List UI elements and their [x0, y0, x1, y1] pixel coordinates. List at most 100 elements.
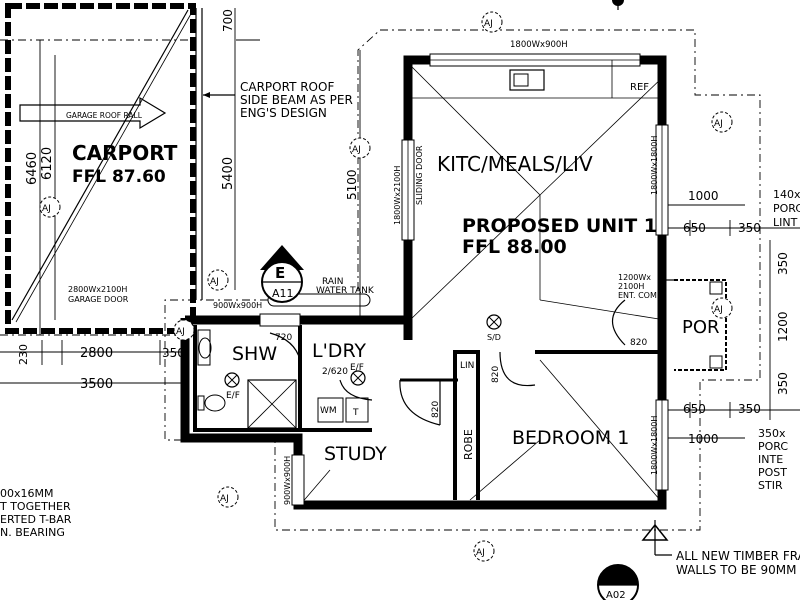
section-marker-e: E A11 — [260, 245, 304, 303]
dim-2800: 2800 — [80, 346, 113, 361]
study-room-label: STUDY — [324, 443, 387, 465]
dim-3500: 3500 — [80, 377, 113, 392]
unit-ffl: FFL 88.00 — [462, 236, 567, 258]
entry-door-size-3: ENT. COMB — [618, 291, 662, 300]
sliding-door-label: SLIDING DOOR — [415, 145, 424, 205]
section-e-ref: A11 — [272, 287, 294, 300]
note-r2: PORC — [773, 202, 800, 215]
dim-350-bottom: 350 — [738, 402, 761, 416]
dim-820-a: 820 — [431, 401, 441, 418]
ef-label-1: E/F — [226, 391, 240, 401]
dim-650-bottom: 650 — [683, 402, 706, 416]
ref-label: REF — [630, 82, 649, 93]
dim-350-left: 350 — [162, 346, 185, 360]
dim-6120: 6120 — [40, 147, 55, 180]
note-l2: T TOGETHER — [0, 500, 71, 513]
carport-ffl-label: FFL 87.60 — [72, 167, 166, 187]
beam-note-2: SIDE BEAM AS PER — [240, 93, 353, 107]
dim-350-top: 350 — [738, 221, 761, 235]
aj-marker: AJ — [714, 305, 723, 315]
dim-700: 700 — [221, 9, 235, 32]
note-r4: 350x — [758, 427, 786, 440]
aj-markers: AJ AJ AJ AJ AJ AJ AJ AJ AJ — [39, 11, 733, 562]
tub-label: T — [352, 408, 359, 418]
rain-label: RAIN — [322, 277, 343, 287]
dim-6460: 6460 — [25, 152, 40, 185]
porch-room-label: POR — [682, 317, 720, 338]
carport-room-label: CARPORT — [72, 141, 178, 165]
aj-marker: AJ — [42, 204, 51, 214]
window-kitchen-right-size: 1800Wx1800H — [650, 136, 659, 195]
unit-title: PROPOSED UNIT 1 — [462, 215, 657, 237]
dim-720: 720 — [275, 333, 292, 343]
garage-door-size: 2800Wx2100H — [68, 285, 127, 294]
garage-roof-rail-label: GARAGE ROOF RALL — [66, 111, 143, 120]
section-e-letter: E — [275, 264, 285, 282]
entry-door-size-1: 1200Wx — [618, 273, 651, 282]
carport-dimensions: 6460 6120 5400 700 230 2800 350 3500 — [0, 8, 260, 392]
dim-5100: 5100 — [345, 169, 359, 200]
linen-label: LIN — [460, 361, 474, 371]
aj-marker: AJ — [714, 119, 723, 129]
aj-marker: AJ — [352, 145, 361, 155]
window-left-size: 1800Wx2100H — [393, 166, 402, 225]
aj-marker: AJ — [484, 19, 493, 29]
kitchen-room-label: KITC/MEALS/LIV — [437, 152, 593, 176]
note-r5: PORC — [758, 440, 788, 453]
robe-label: ROBE — [462, 429, 475, 460]
garage-door-label: GARAGE DOOR — [68, 295, 129, 304]
window-small-size: 900Wx900H — [213, 301, 262, 310]
door-swings: 820 820 820 720 2/620 — [269, 299, 647, 426]
porch — [665, 279, 727, 371]
note-r6: INTE — [758, 453, 783, 466]
section-a-ref: A02 — [606, 590, 626, 600]
section-a-letter: A — [610, 568, 622, 586]
carport: GARAGE ROOF RALL CARPORT FFL 87.60 2800W… — [5, 3, 203, 334]
window-bedroom-size: 1800Wx1800H — [650, 416, 659, 475]
dim-820-b: 820 — [491, 366, 501, 383]
dim-350-vertical-1: 350 — [776, 252, 790, 275]
window-top-size: 1800Wx900H — [510, 40, 568, 50]
note-b1: ALL NEW TIMBER FRA — [676, 549, 800, 563]
bathroom-fixtures: WM T — [197, 329, 369, 429]
bottom-note: ALL NEW TIMBER FRA WALLS TO BE 90MM — [654, 520, 800, 577]
section-marker-a: A A02 — [597, 0, 669, 600]
left-notes: 00x16MM T TOGETHER ERTED T-BAR N. BEARIN… — [0, 487, 72, 539]
beam-note-3: ENG'S DESIGN — [240, 106, 327, 120]
beam-note-1: CARPORT ROOF — [240, 80, 334, 94]
dim-5400: 5400 — [221, 157, 236, 190]
aj-marker: AJ — [476, 548, 485, 558]
aj-marker: AJ — [220, 494, 229, 504]
note-r1: 140x — [773, 188, 800, 201]
dim-650-top: 650 — [683, 221, 706, 235]
windows — [259, 53, 669, 506]
smoke-detector-label: S/D — [487, 333, 501, 342]
aj-marker: AJ — [176, 327, 185, 337]
exhaust-fans: E/F E/F S/D — [224, 314, 502, 401]
laundry-room-label: L'DRY — [312, 340, 366, 362]
bedroom-room-label: BEDROOM 1 — [512, 427, 629, 449]
interior-walls — [193, 325, 660, 500]
shower-room-label: SHW — [232, 343, 277, 365]
entry-door-size-2: 2100H — [618, 282, 644, 291]
dim-350-vertical-2: 350 — [776, 372, 790, 395]
note-l1: 00x16MM — [0, 487, 54, 500]
door-2620-label: 2/620 — [322, 367, 348, 377]
right-notes: 140x PORC LINT 350x PORC INTE POST STIR — [758, 188, 800, 492]
aj-marker: AJ — [210, 277, 219, 287]
right-dimensions: 1000 650 350 1000 650 350 350 1200 350 5… — [345, 50, 800, 446]
note-l3: ERTED T-BAR — [0, 513, 72, 526]
kitchen-sink: REF — [408, 60, 662, 99]
note-r7: POST — [758, 466, 787, 479]
note-r3: LINT — [773, 216, 798, 229]
note-b2: WALLS TO BE 90MM — [676, 563, 796, 577]
water-tank-label: WATER TANK — [316, 286, 375, 296]
dim-1200-vertical: 1200 — [776, 311, 790, 342]
window-study-size: 900Wx900H — [283, 456, 292, 505]
dim-230: 230 — [17, 344, 30, 365]
ef-label-2: E/F — [350, 363, 364, 373]
dim-820-c: 820 — [630, 338, 647, 348]
note-l4: N. BEARING — [0, 526, 65, 539]
note-r8: STIR — [758, 479, 783, 492]
